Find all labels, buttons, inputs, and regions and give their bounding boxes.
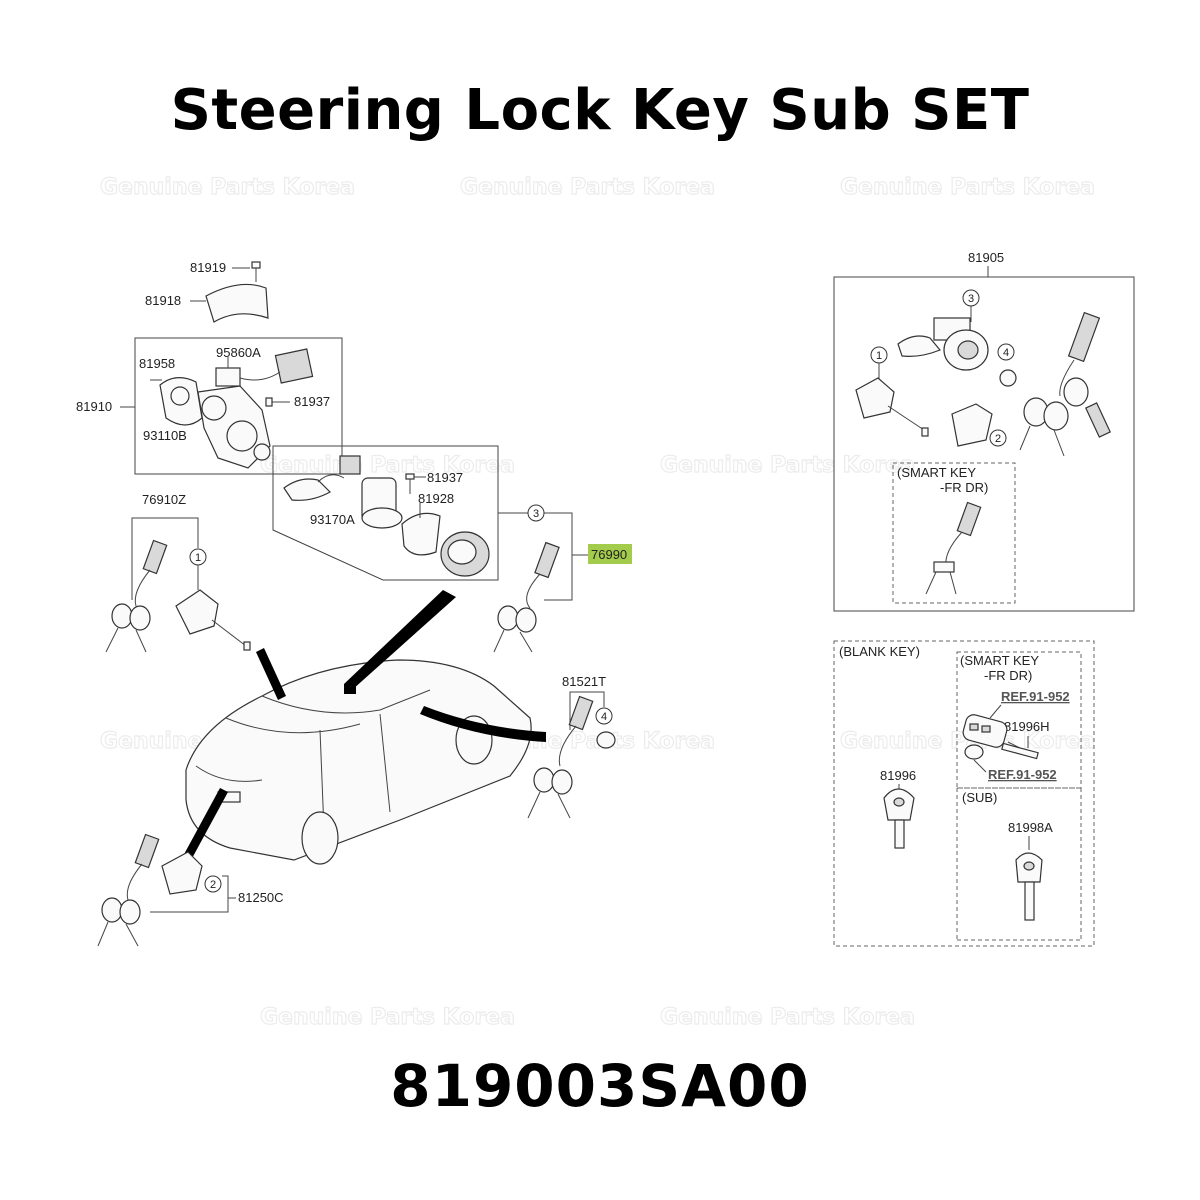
part-label-81998A: 81998A — [1008, 820, 1053, 835]
callout-number-3: 3 — [533, 508, 539, 520]
watermark-text: Genuine Parts Korea — [100, 175, 355, 200]
key-set-76990-part — [493, 541, 560, 653]
trunk-cylinder-81905-part — [951, 403, 993, 447]
watermark-text: Genuine Parts Korea — [660, 453, 915, 478]
part-label-81996: 81996 — [880, 768, 916, 783]
key-set-81905-part — [1019, 311, 1111, 457]
part-label-93110B: 93110B — [143, 428, 187, 443]
pointer-arrow-door — [256, 648, 286, 700]
smart-key-fr-dr-dashed-box — [892, 462, 1016, 604]
door-cylinder-81905-part — [855, 377, 929, 437]
sub-key-81998A-part — [1015, 852, 1043, 921]
pointer-arrow-81521T — [420, 706, 546, 742]
smart-key2-label-line2: -FR DR) — [984, 668, 1032, 683]
watermark-text: Genuine Parts Korea — [840, 175, 1095, 200]
smart-key2-label-line1: (SMART KEY — [960, 653, 1039, 668]
key-set-81521T-part — [527, 695, 616, 819]
watermark-text: Genuine Parts Korea — [460, 175, 715, 200]
key-set-81250C-part — [97, 833, 160, 947]
callout-circle-2 — [204, 875, 222, 893]
reference-link-top[interactable]: REF.91-952 — [1001, 689, 1070, 704]
part-label-81521T: 81521T — [562, 674, 606, 689]
door-lock-cylinder-part — [175, 589, 251, 651]
part-label-81905: 81905 — [968, 250, 1004, 265]
watermark-text: Genuine Parts Korea — [660, 1005, 915, 1030]
callout-circle-4 — [595, 707, 613, 725]
pointer-arrow-trunk — [182, 788, 228, 862]
right-callout-number-1: 1 — [876, 350, 882, 362]
part-label-81910: 81910 — [76, 399, 112, 414]
blank-key-label: (BLANK KEY) — [839, 644, 920, 659]
part-label-81996H: 81996H — [1004, 719, 1050, 734]
reference-link-bottom[interactable]: REF.91-952 — [988, 767, 1057, 782]
blank-key-dashed-box — [833, 640, 1095, 947]
part-number-heading: 819003SA00 — [390, 1052, 810, 1120]
right-callout-number-4: 4 — [1003, 347, 1009, 359]
lock-set-81905-box — [833, 276, 1135, 612]
right-callout-circle-2 — [989, 429, 1007, 447]
blank-key-81996-part — [883, 788, 915, 849]
right-callout-circle-4 — [997, 343, 1015, 361]
part-label-81919: 81919 — [190, 260, 226, 275]
smart-key-fob-81996H-part — [962, 714, 1039, 760]
right-callout-number-2: 2 — [995, 433, 1001, 445]
right-callout-number-3: 3 — [968, 293, 974, 305]
ignition-lock-81905-part — [897, 317, 989, 371]
key-set-76910Z-part — [105, 539, 168, 653]
smart-key-label-line2: -FR DR) — [940, 480, 988, 495]
watermark-text: Genuine Parts Korea — [260, 1005, 515, 1030]
part-label-76910Z: 76910Z — [142, 492, 186, 507]
car-silhouette — [185, 659, 532, 865]
part-label-81937-lower: 81937 — [427, 470, 463, 485]
screw-81919-part — [232, 261, 261, 282]
part-label-95860A: 95860A — [216, 345, 261, 360]
page-title: Steering Lock Key Sub SET — [170, 78, 1030, 143]
lock-body-81910-part — [159, 348, 314, 469]
part-label-76990: 76990 — [591, 547, 627, 562]
trunk-lock-cylinder-part — [161, 851, 203, 895]
callout-number-4: 4 — [601, 711, 607, 723]
screw-81937-part — [265, 397, 290, 407]
smart-key-label-line1: (SMART KEY — [897, 465, 976, 480]
ignition-lock-part — [283, 455, 490, 577]
watermark-layer: Genuine Parts Korea Genuine Parts Korea … — [99, 174, 1095, 1030]
shroud-clamp-81918-part — [205, 283, 269, 323]
smart-key-sub-dashed-box — [956, 651, 1082, 789]
part-label-93170A: 93170A — [310, 512, 355, 527]
callout-number-2: 2 — [210, 879, 216, 891]
sub-key-label: (SUB) — [962, 790, 997, 805]
cap-part — [999, 369, 1017, 387]
highlighted-part-number-badge — [588, 544, 632, 564]
smart-key-fob-81905-part — [925, 501, 982, 595]
pointer-arrow-ignition — [344, 590, 456, 690]
part-label-81937-upper: 81937 — [294, 394, 330, 409]
part-label-81918: 81918 — [145, 293, 181, 308]
callout-number-1: 1 — [195, 552, 201, 564]
pointer-arrow-tip — [344, 684, 356, 694]
part-label-81958: 81958 — [139, 356, 175, 371]
part-label-81250C: 81250C — [238, 890, 284, 905]
screw-81937-part — [405, 473, 426, 494]
ignition-lock-group-box — [272, 445, 499, 581]
part-label-81928: 81928 — [418, 491, 454, 506]
